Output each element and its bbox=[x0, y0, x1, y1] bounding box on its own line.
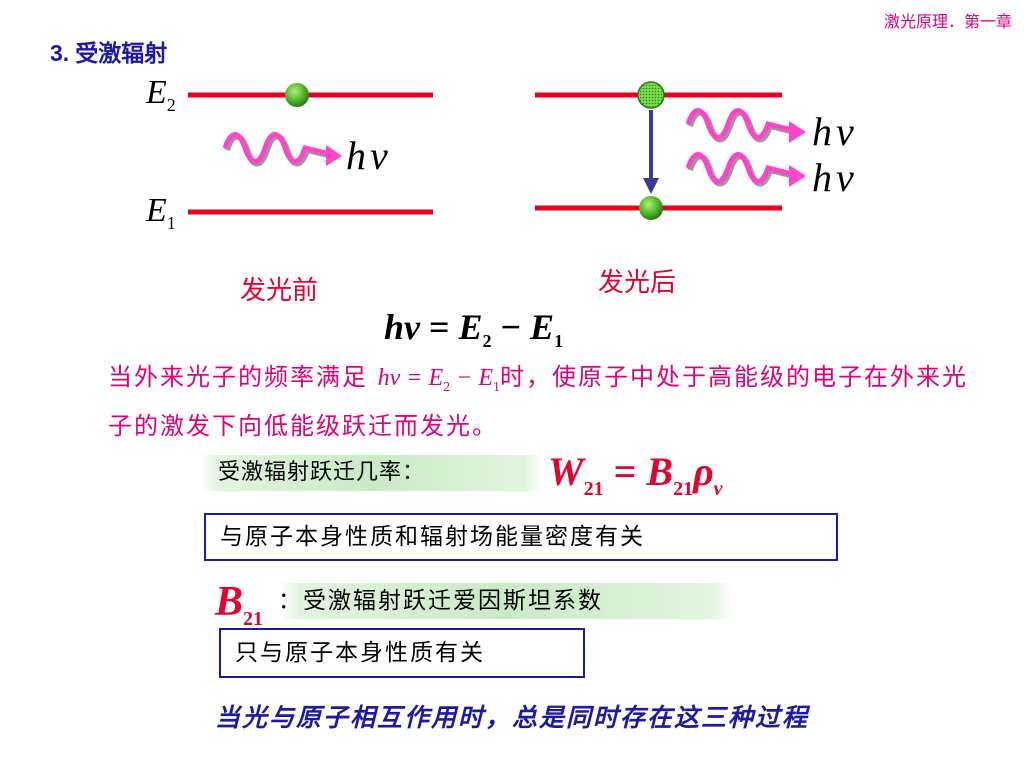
electron-after bbox=[639, 196, 663, 220]
explanation-paragraph: 当外来光子的频率满足 hν = E2 − E1时，使原子中处于高能级的电子在外来… bbox=[108, 363, 969, 440]
label-e1: E1 bbox=[146, 192, 176, 233]
section-number: 3. bbox=[50, 40, 70, 66]
section-title: 3.受激辐射 bbox=[50, 34, 167, 68]
section-title-text: 受激辐射 bbox=[75, 41, 168, 67]
dependency-box-1: 与原子本身性质和辐射场能量密度有关 bbox=[204, 513, 838, 561]
summary-footer: 当光与原子相互作用时，总是同时存在这三种过程 bbox=[214, 703, 809, 732]
photon-label-incoming: hν bbox=[346, 133, 392, 178]
label-e2: E2 bbox=[146, 74, 176, 115]
einstein-coefficient-symbol: B21 bbox=[215, 579, 264, 630]
inline-formula: hν = E2 − E1 bbox=[377, 365, 501, 395]
vacated-state-marker bbox=[637, 81, 665, 109]
electron-before bbox=[285, 83, 309, 107]
photon-label-emitted-1: hν bbox=[812, 109, 858, 154]
einstein-coefficient-description: ：受激辐射跃迁爱因斯坦系数 bbox=[278, 583, 733, 619]
chapter-tag: 激光原理．第一章 bbox=[883, 12, 1012, 31]
transition-probability-label: 受激辐射跃迁几率： bbox=[200, 455, 542, 491]
emitted-photon-wave-2-icon bbox=[685, 152, 806, 187]
energy-formula: hν = E2 − E1 bbox=[384, 307, 564, 351]
photon-label-emitted-2: hν bbox=[812, 155, 858, 200]
transition-arrow-icon bbox=[643, 110, 659, 194]
transition-probability-formula: W21 = B21ρν bbox=[548, 449, 723, 500]
caption-before-emission: 发光前 bbox=[240, 276, 319, 306]
stimulated-emission-diagram bbox=[188, 81, 806, 220]
dependency-box-2: 只与原子本身性质有关 bbox=[219, 628, 585, 678]
caption-after-emission: 发光后 bbox=[598, 268, 677, 298]
incoming-photon-wave-icon bbox=[222, 132, 342, 167]
emitted-photon-wave-1-icon bbox=[685, 108, 806, 143]
